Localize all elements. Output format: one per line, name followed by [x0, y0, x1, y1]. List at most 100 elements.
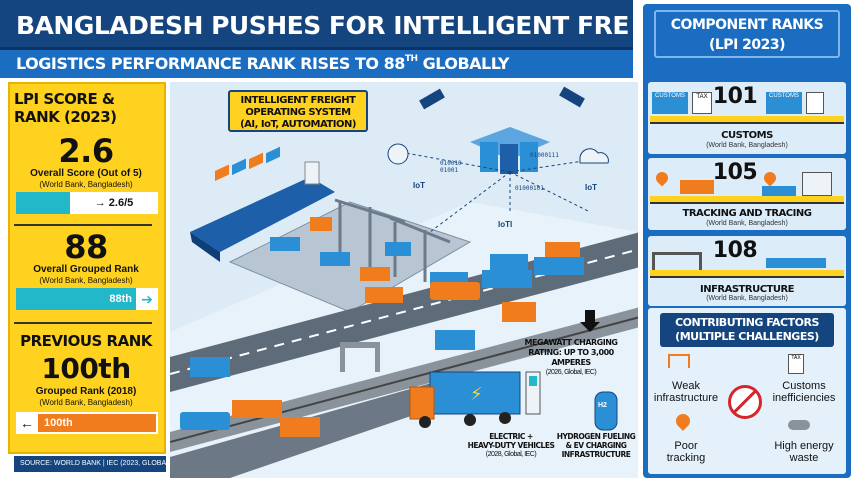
lower-trucks [190, 302, 536, 437]
tax-document-icon: TAX [788, 354, 804, 374]
intelligent-os-callout: INTELLIGENT FREIGHT OPERATING SYSTEM (AI… [228, 90, 368, 132]
mw-line-1: MEGAWATT CHARGING [524, 338, 618, 347]
os-callout-line-1: INTELLIGENT FREIGHT [240, 95, 356, 106]
smart-gate [340, 342, 380, 372]
ev-source: (2028, Global, IEC) [485, 451, 537, 458]
customs-source: (World Bank, Bangladesh) [706, 142, 788, 149]
tracking-source: (World Bank, Bangladesh) [706, 220, 788, 227]
iot-label: IoT [585, 183, 597, 192]
overall-score-bar: → 2.6/5 [16, 192, 158, 214]
rail-track [169, 316, 641, 443]
factor-poor-tracking: Poor tracking [650, 440, 722, 464]
divider [14, 224, 152, 226]
previous-rank-bar: ← 100th [16, 412, 158, 434]
factor-high-energy-waste: High energy waste [762, 440, 846, 464]
subtitle-tail: GLOBALLY [417, 54, 510, 73]
infrastructure-source: (World Bank, Bangladesh) [706, 295, 788, 302]
bridge-icon [668, 354, 690, 368]
freight-scene: ⚡ [169, 82, 641, 478]
iot-label: IoT [413, 181, 425, 190]
electric-heavy-truck: ⚡ [409, 371, 521, 428]
factor-line-2: tracking [666, 452, 706, 464]
overall-rank-label: Overall Grouped Rank [33, 264, 139, 275]
infrastructure-platform [650, 270, 844, 278]
ev-charger [525, 371, 541, 415]
component-ranks-title: COMPONENT RANKS (LPI 2023) [654, 10, 840, 58]
factor-line-2: inefficiencies [772, 392, 836, 404]
h2-line-3: INFRASTRUCTURE [561, 450, 631, 459]
factor-line-1: Customs [782, 380, 826, 392]
subtitle-bar [0, 50, 633, 78]
svg-text:⚡: ⚡ [470, 384, 483, 405]
overall-score-value: 2.6 [58, 132, 114, 170]
contributing-factors-title: CONTRIBUTING FACTORS (MULTIPLE CHALLENGE… [660, 313, 834, 347]
iot-label: IoTI [498, 220, 513, 229]
mw-source: (2026, Global, IEC) [545, 369, 597, 376]
tax-label: TAX [791, 355, 801, 361]
h2-line-2: & EV CHARGING [565, 441, 627, 450]
network-lines [399, 151, 611, 233]
customs-rank: 101 [712, 84, 758, 109]
component-ranks-title-1: COMPONENT RANKS [670, 17, 824, 33]
lpi-score-panel [8, 82, 166, 454]
lpi-heading-1: LPI SCORE & [14, 90, 115, 108]
satellite [419, 86, 585, 110]
overall-rank-source: (World Bank, Bangladesh) [39, 276, 133, 285]
previous-rank-bar-text: 100th [38, 414, 156, 432]
arrow-right-icon: ➔ [136, 288, 158, 310]
tracking-platform [650, 196, 844, 204]
previous-rank-label: Grouped Rank (2018) [35, 386, 137, 397]
ev-line-2: HEAVY-DUTY VEHICLES [467, 441, 555, 450]
port-containers [270, 217, 411, 281]
h2-line-1: HYDROGEN FUELING [556, 432, 636, 441]
cargo-ship [190, 146, 335, 262]
customs-sign: CUSTOMS [769, 93, 799, 99]
arrow-left-icon: ← [20, 415, 34, 431]
overall-score-bar-text: 2.6/5 [108, 197, 134, 209]
document-icon [806, 92, 824, 114]
overall-rank-value: 88 [64, 228, 108, 266]
factors-title-1: CONTRIBUTING FACTORS [675, 316, 819, 329]
tracking-rank: 105 [712, 160, 758, 185]
container-icon [680, 180, 714, 194]
bridge-icon [652, 252, 702, 270]
container-icon [762, 186, 796, 196]
h2-label: H2 [598, 402, 607, 409]
factor-line-1: High energy [774, 440, 834, 452]
tax-document-icon: TAX [692, 92, 712, 114]
factor-line-2: infrastructure [653, 392, 719, 404]
infrastructure-name: INFRASTRUCTURE [699, 284, 795, 295]
binary-data: 010010 01001 [440, 160, 462, 174]
customs-platform [650, 116, 844, 124]
arrow-right-icon: → [94, 197, 109, 209]
binary-data: 01000111 [530, 152, 559, 159]
lpi-heading-2: RANK (2023) [14, 108, 117, 126]
customs-sign: CUSTOMS [655, 93, 685, 99]
factor-weak-infrastructure: Weak infrastructure [650, 380, 722, 404]
overall-rank-bar: 88th ➔ [16, 288, 158, 310]
map-icon [802, 172, 832, 196]
cloud-icon [579, 148, 609, 164]
factor-line-1: Poor [674, 440, 698, 452]
previous-rank-heading: PREVIOUS RANK [20, 332, 152, 350]
page-subtitle: LOGISTICS PERFORMANCE RANK RISES TO 88TH… [16, 53, 510, 75]
overall-score-source: (World Bank, Bangladesh) [39, 180, 133, 189]
overall-score-bar-fill: → 2.6/5 [70, 192, 158, 214]
factors-title-2: (MULTIPLE CHALLENGES) [675, 330, 819, 343]
os-callout-line-2: OPERATING SYSTEM [245, 107, 351, 118]
divider [14, 322, 152, 324]
customs-name: CUSTOMS [721, 130, 773, 141]
port-icon [766, 258, 826, 268]
source-note: SOURCE: WORLD BANK | IEC (2023, GLOBAL) [14, 456, 166, 472]
ev-vehicles-callout: ELECTRIC + HEAVY-DUTY VEHICLES (2028, Gl… [466, 432, 556, 459]
hydrogen-callout: HYDROGEN FUELING & EV CHARGING INFRASTRU… [554, 432, 638, 459]
freight-illustration: ⚡ [169, 86, 641, 478]
ai-brain-icon [387, 143, 409, 165]
data-center [470, 127, 550, 174]
factor-line-2: waste [789, 452, 819, 464]
binary-data: 01000101 [515, 185, 544, 192]
tax-label: TAX [696, 94, 708, 100]
mw-line-2: RATING: UP TO 3,000 AMPERES [528, 348, 614, 367]
title-bar [0, 0, 633, 50]
os-callout-line-3: (AI, IoT, AUTOMATION) [240, 119, 356, 130]
